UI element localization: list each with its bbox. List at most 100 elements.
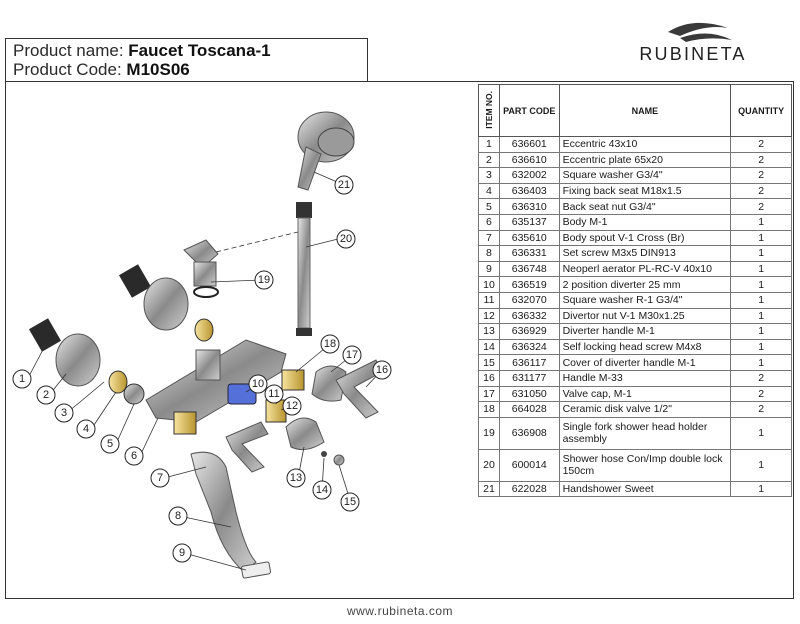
quantity-cell: 1 xyxy=(730,291,792,309)
item-no-cell: 16 xyxy=(478,369,500,387)
quantity-cell: 1 xyxy=(730,245,792,262)
item-no-cell: 15 xyxy=(478,354,500,371)
svg-text:6: 6 xyxy=(131,450,137,462)
item-no-cell: 21 xyxy=(478,480,500,498)
drawing-frame xyxy=(5,81,794,599)
item-no-cell: 5 xyxy=(478,198,500,215)
svg-text:11: 11 xyxy=(268,388,279,400)
callout-13: 13 xyxy=(286,468,306,488)
quantity-cell: 2 xyxy=(730,182,792,200)
part-code-cell: 636332 xyxy=(498,307,560,325)
callout-14: 14 xyxy=(312,480,332,500)
svg-text:21: 21 xyxy=(338,179,350,191)
quantity-cell: 1 xyxy=(730,354,792,371)
item-no-cell: 4 xyxy=(478,182,500,200)
svg-text:12: 12 xyxy=(286,400,298,412)
callout-11: 11 xyxy=(264,384,284,404)
name-cell: Handle M-33 xyxy=(558,369,732,387)
svg-text:10: 10 xyxy=(252,378,264,390)
svg-text:3: 3 xyxy=(61,407,67,419)
product-name-line: Product name: Faucet Toscana-1 xyxy=(13,41,360,60)
svg-text:13: 13 xyxy=(290,472,302,484)
part-code-cell: 631177 xyxy=(498,369,560,387)
small-screws xyxy=(321,451,345,466)
callout-1: 1 xyxy=(12,369,32,389)
part-code-cell: 636324 xyxy=(498,338,560,356)
product-code-label: Product Code: xyxy=(13,60,122,79)
product-code-value: M10S06 xyxy=(126,60,190,79)
name-cell: Neoperl aerator PL-RC-V 40x10 xyxy=(558,260,732,278)
svg-text:7: 7 xyxy=(157,472,163,484)
svg-text:20: 20 xyxy=(340,233,352,245)
name-cell: Divertor nut V-1 M30x1.25 xyxy=(558,307,732,325)
callout-12: 12 xyxy=(282,396,302,416)
name-cell: Fixing back seat M18x1.5 xyxy=(558,182,732,200)
item-no-cell: 2 xyxy=(478,151,500,169)
svg-text:17: 17 xyxy=(346,349,358,361)
item-no-cell: 20 xyxy=(478,448,500,482)
callout-16: 16 xyxy=(372,360,392,380)
callout-4: 4 xyxy=(76,419,96,439)
part-code-cell: 636331 xyxy=(498,245,560,262)
quantity-cell: 1 xyxy=(730,307,792,325)
svg-text:18: 18 xyxy=(324,338,336,350)
part-code-cell: 632070 xyxy=(498,291,560,309)
callout-20: 20 xyxy=(336,229,356,249)
item-no-cell: 3 xyxy=(478,167,500,184)
item-no-cell: 10 xyxy=(478,276,500,293)
name-cell: Back seat nut G3/4" xyxy=(558,198,732,215)
callout-15: 15 xyxy=(340,492,360,512)
callout-10: 10 xyxy=(248,374,268,394)
name-cell: Body spout V-1 Cross (Br) xyxy=(558,229,732,247)
item-no-cell: 1 xyxy=(478,136,500,153)
quantity-cell: 1 xyxy=(730,260,792,278)
part-code-cell: 622028 xyxy=(498,480,560,498)
col-item-no: ITEM NO. xyxy=(478,84,500,137)
name-cell: Handshower Sweet xyxy=(558,480,732,498)
quantity-cell: 2 xyxy=(730,401,792,418)
callout-2: 2 xyxy=(36,385,56,405)
part-code-cell: 635137 xyxy=(498,213,560,231)
callout-6: 6 xyxy=(124,446,144,466)
callout-8: 8 xyxy=(168,506,188,526)
quantity-cell: 1 xyxy=(730,229,792,247)
item-no-cell: 17 xyxy=(478,385,500,403)
spout xyxy=(190,451,272,579)
svg-text:14: 14 xyxy=(316,484,328,496)
svg-text:8: 8 xyxy=(175,510,181,522)
svg-text:2: 2 xyxy=(43,389,49,401)
part-code-cell: 636929 xyxy=(498,323,560,340)
callout-5: 5 xyxy=(100,434,120,454)
quantity-cell: 1 xyxy=(730,213,792,231)
item-no-cell: 19 xyxy=(478,416,500,450)
item-no-cell: 7 xyxy=(478,229,500,247)
name-cell: Body M-1 xyxy=(558,213,732,231)
item-no-cell: 8 xyxy=(478,245,500,262)
col-part-code: PART CODE xyxy=(498,84,560,137)
name-cell: Single fork shower head holder assembly xyxy=(558,416,732,450)
quantity-cell: 1 xyxy=(730,338,792,356)
part-code-cell: 636117 xyxy=(498,354,560,371)
part-code-cell: 664028 xyxy=(498,401,560,418)
brand-name: RUBINETA xyxy=(639,44,747,64)
shower-hose xyxy=(296,202,312,336)
name-cell: Self locking head screw M4x8 xyxy=(558,338,732,356)
quantity-cell: 1 xyxy=(730,276,792,293)
